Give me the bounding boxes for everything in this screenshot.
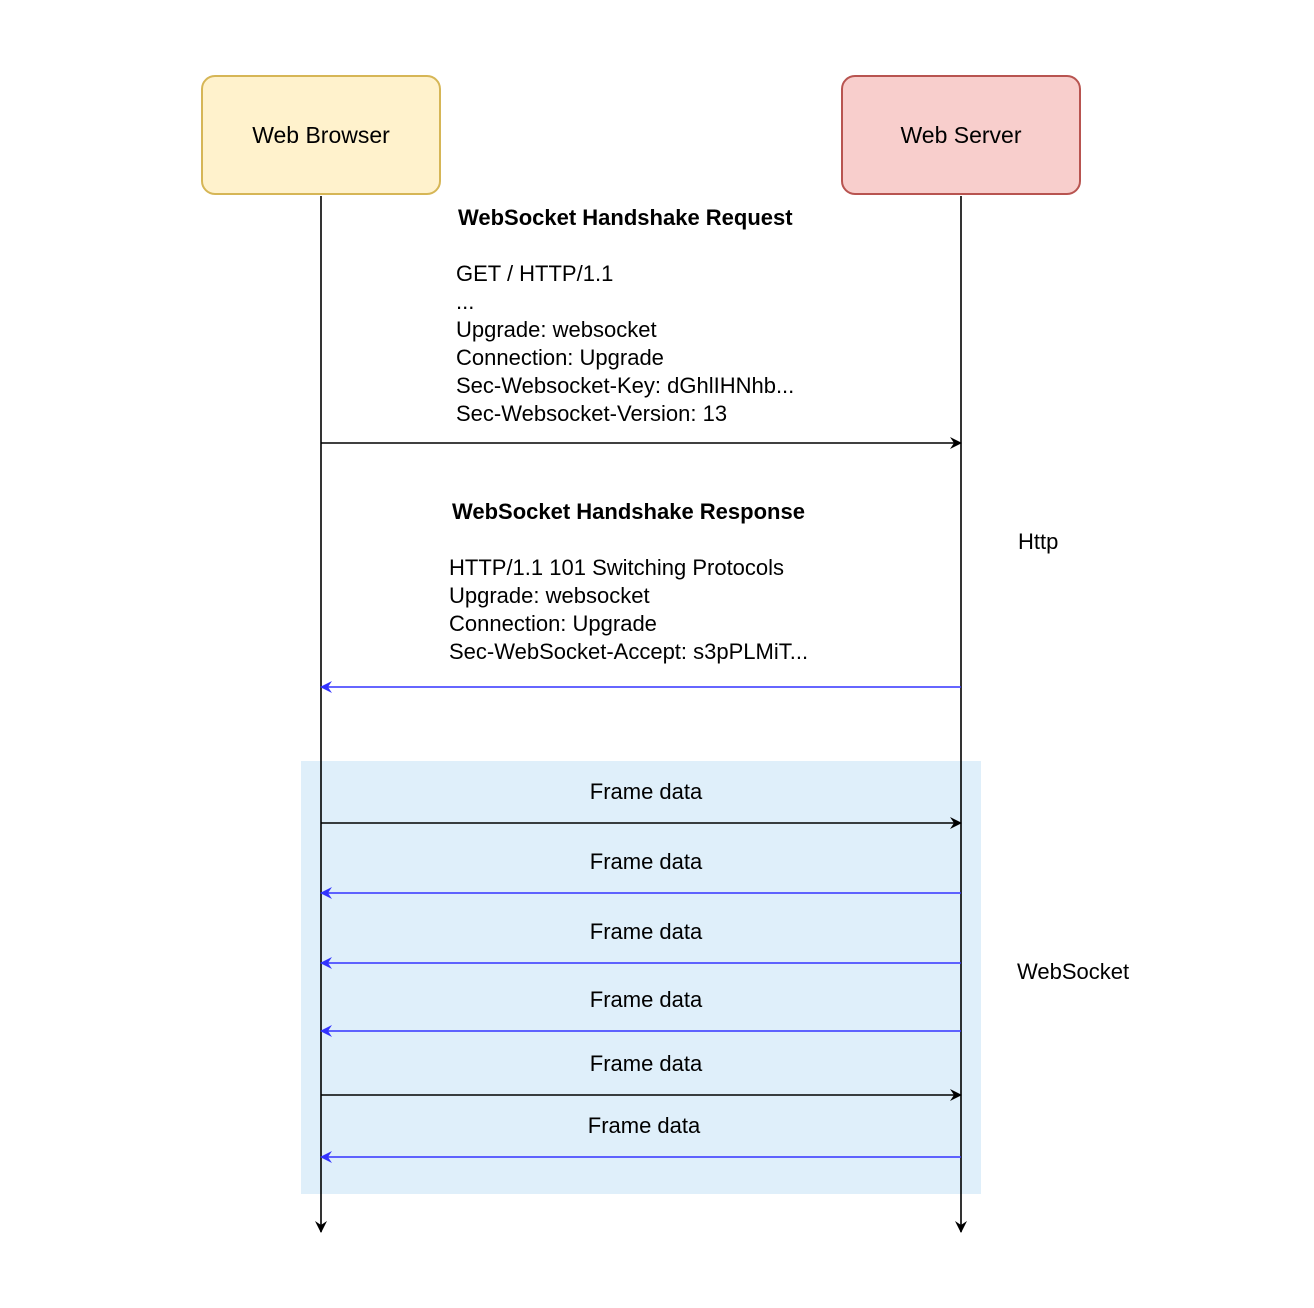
handshake-response-headers: HTTP/1.1 101 Switching Protocols Upgrade… <box>449 554 808 666</box>
frame-label-5: Frame data <box>589 1051 703 1076</box>
web-server-label: Web Server <box>900 121 1022 148</box>
frame-label-1: Frame data <box>589 779 703 804</box>
websocket-section-label: WebSocket <box>1017 959 1130 984</box>
request-version-header: Sec-Websocket-Version: 13 <box>456 401 728 426</box>
response-accept-header: Sec-WebSocket-Accept: s3pPLMiT... <box>449 639 809 664</box>
handshake-response-title: WebSocket Handshake Response <box>452 499 805 524</box>
request-connection-header: Connection: Upgrade <box>456 345 664 370</box>
frame-label-3: Frame data <box>589 919 703 944</box>
frame-label-2: Frame data <box>589 849 703 874</box>
frame-label-6: Frame data <box>587 1113 701 1138</box>
frame-label-4: Frame data <box>589 987 703 1012</box>
request-key-header: Sec-Websocket-Key: dGhlIHNhb... <box>456 373 795 398</box>
websocket-region <box>301 761 981 1194</box>
response-status-line: HTTP/1.1 101 Switching Protocols <box>449 555 785 580</box>
web-server-actor: Web Server <box>841 75 1081 195</box>
request-ellipsis: ... <box>456 289 475 314</box>
request-upgrade-header: Upgrade: websocket <box>456 317 657 342</box>
request-line: GET / HTTP/1.1 <box>456 261 614 286</box>
web-browser-label: Web Browser <box>252 121 390 148</box>
response-connection-header: Connection: Upgrade <box>449 611 657 636</box>
http-section-label: Http <box>1018 529 1059 554</box>
response-upgrade-header: Upgrade: websocket <box>449 583 650 608</box>
handshake-request-headers: GET / HTTP/1.1 ... Upgrade: websocket Co… <box>456 260 794 428</box>
web-browser-actor: Web Browser <box>201 75 441 195</box>
handshake-request-title: WebSocket Handshake Request <box>458 205 793 230</box>
